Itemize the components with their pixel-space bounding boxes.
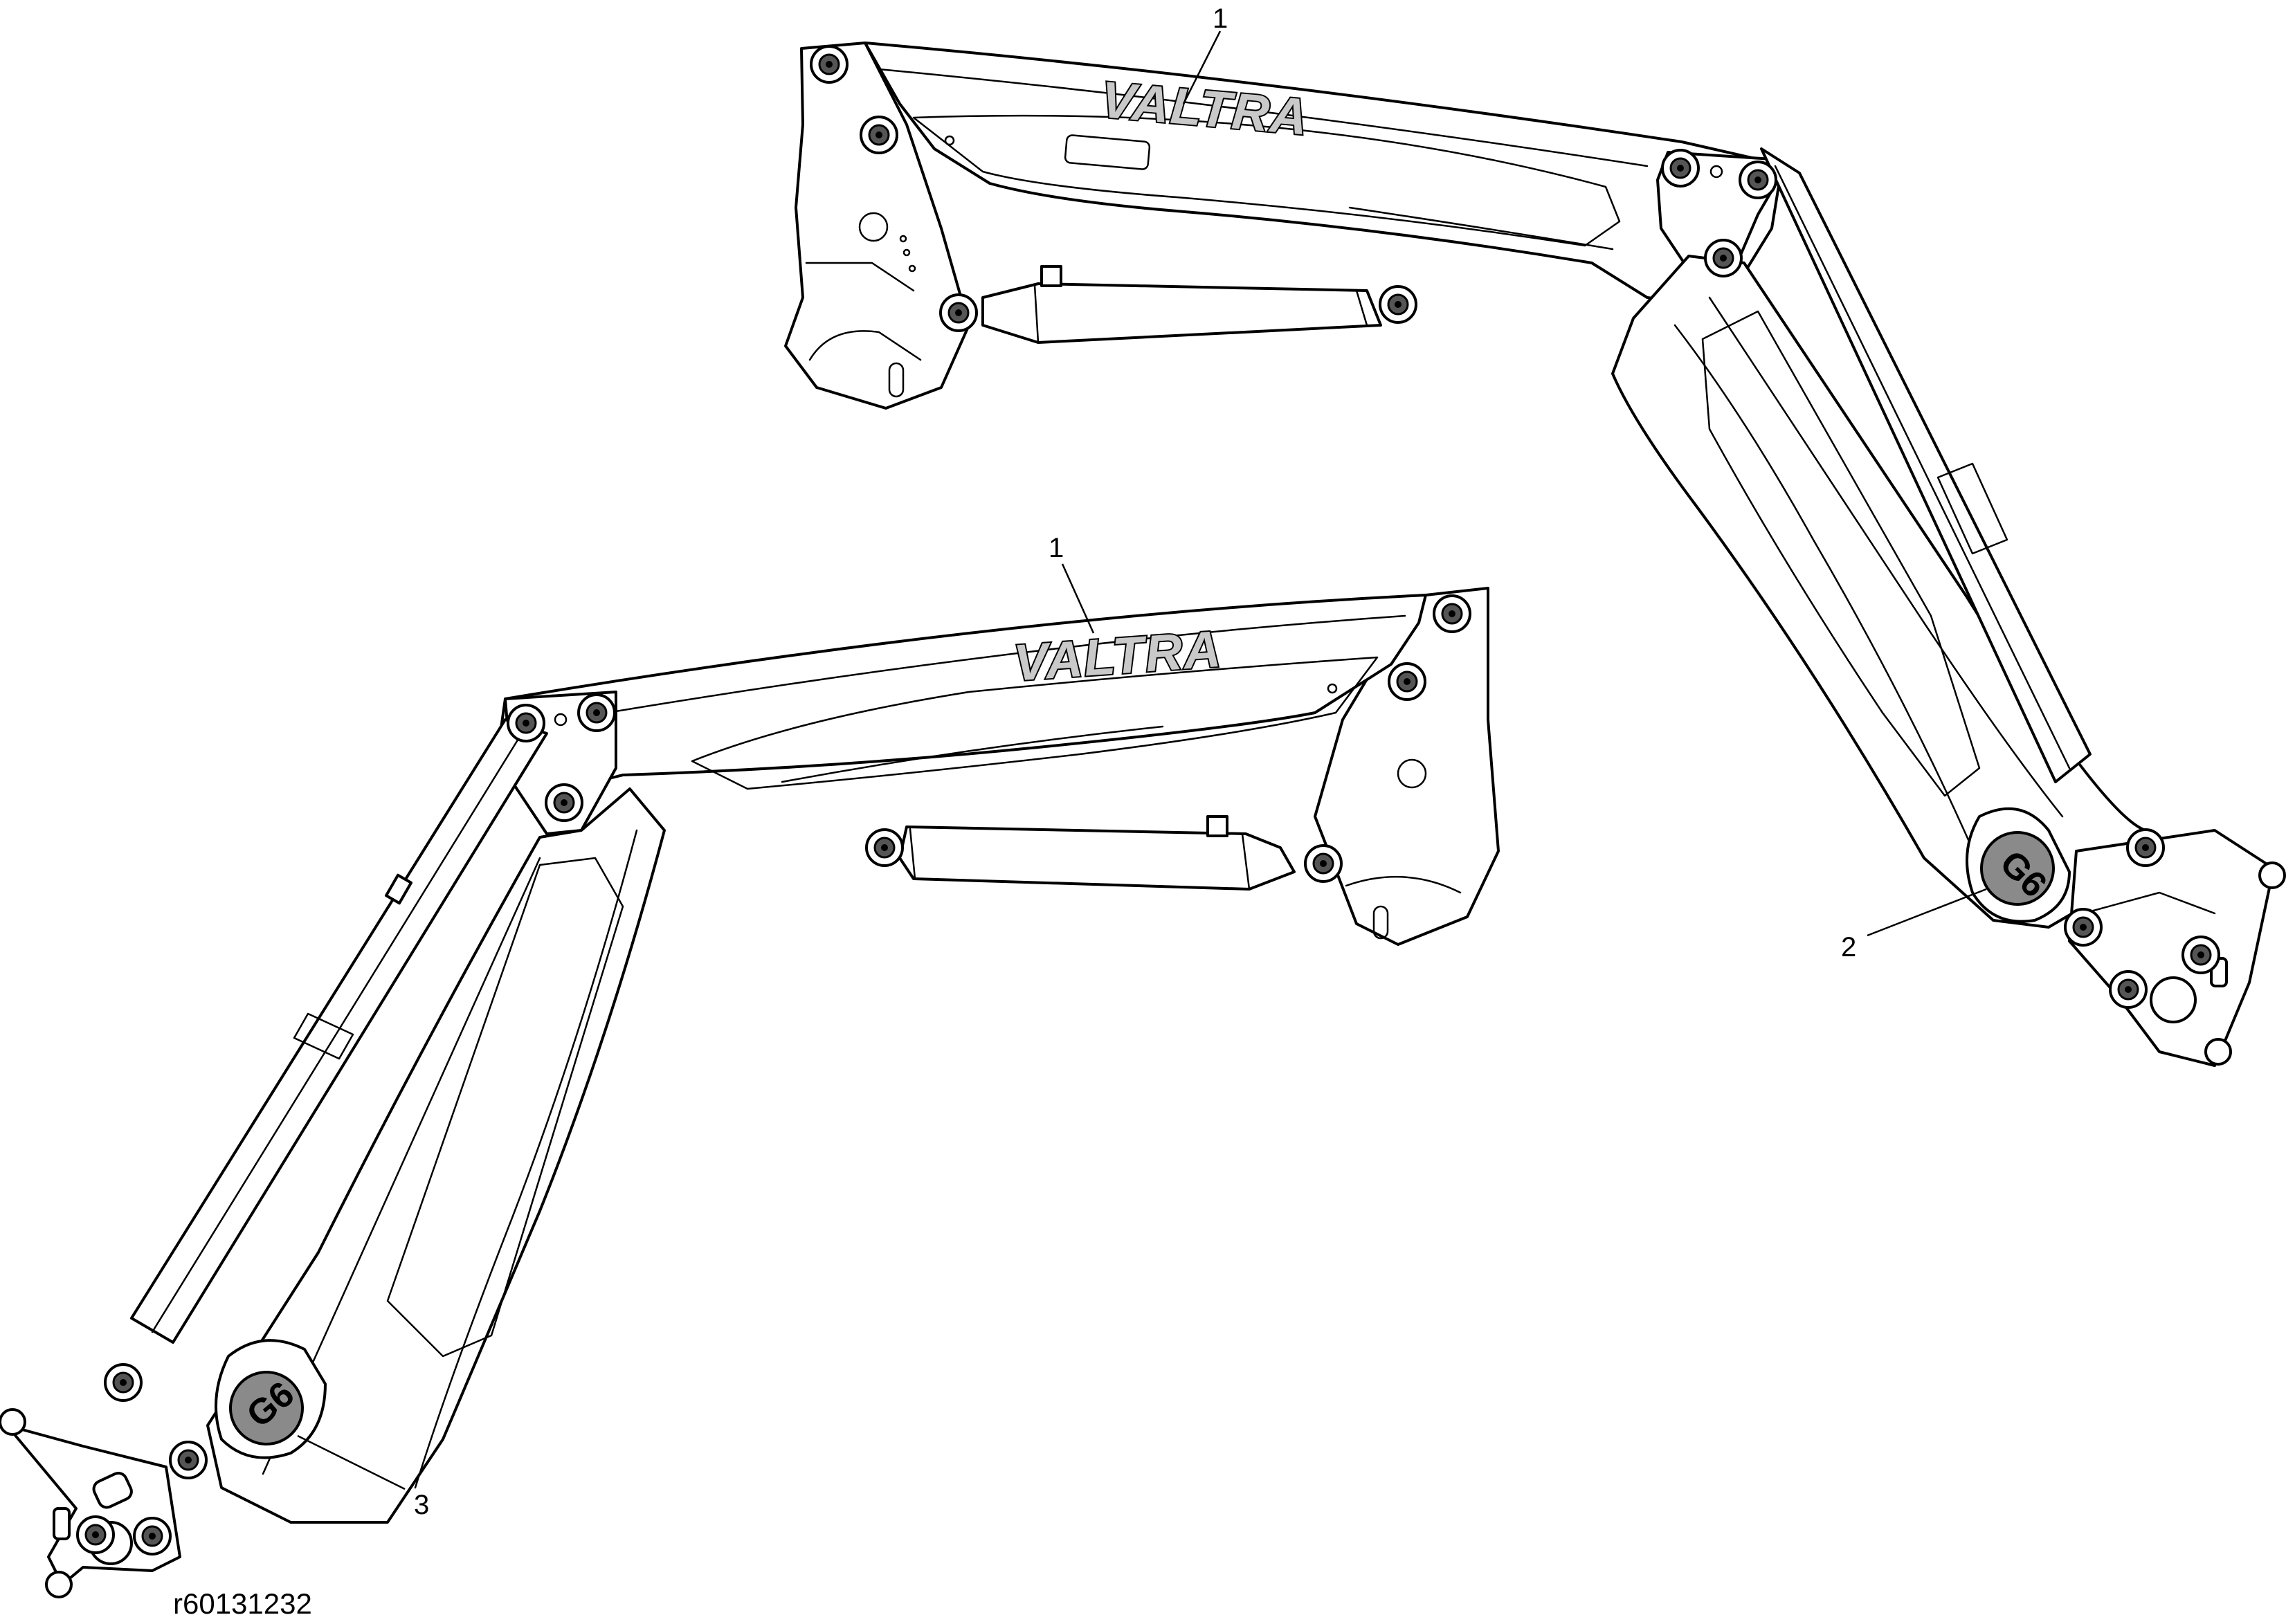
upper-bucket-cylinder [981,282,1382,344]
callout-1-upper: 1 [1182,3,1228,104]
svg-text:1: 1 [1213,3,1228,34]
lower-g6-badge: G6 [215,1339,327,1459]
upper-tool-bracket [2068,829,2275,1067]
upper-rear-bracket [784,42,970,410]
upper-g6-badge: G6 [1966,807,2071,923]
lower-loader-arm: G6 VALTRA [0,587,1500,1598]
callout-3: 3 [297,1434,429,1520]
svg-text:1: 1 [1049,533,1064,563]
lower-tool-bracket [6,1424,181,1586]
lower-main-boom [497,594,1427,790]
lower-rear-bracket [1314,587,1500,946]
svg-text:3: 3 [414,1490,429,1520]
lower-front-boom [206,787,666,1524]
upper-loader-arm: G6 VALTRA [784,42,2286,1067]
svg-text:2: 2 [1841,932,1856,962]
callout-2: 2 [1841,888,1987,962]
lower-bucket-cylinder [898,825,1296,891]
callout-1-lower: 1 [1049,533,1095,634]
drawing-reference-code: r60131232 [173,1587,312,1620]
